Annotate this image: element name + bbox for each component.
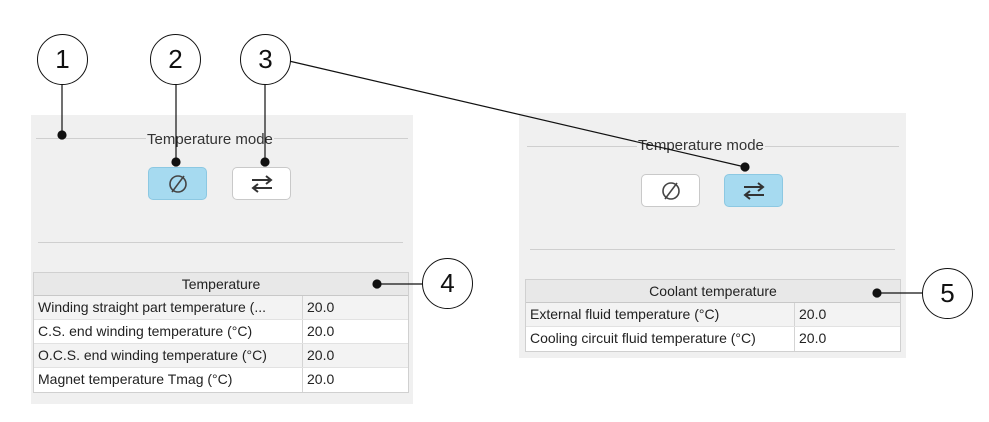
- callout-3: 3: [240, 34, 291, 85]
- table-row: Magnet temperature Tmag (°C) 20.0: [34, 368, 408, 392]
- table-row: Winding straight part temperature (... 2…: [34, 296, 408, 320]
- no-temperature-mode-button[interactable]: [641, 174, 700, 207]
- temperature-mode-title: Temperature mode: [637, 137, 765, 155]
- table-row: External fluid temperature (°C) 20.0: [526, 303, 900, 327]
- coolant-table-body: External fluid temperature (°C) 20.0 Coo…: [526, 303, 900, 351]
- row-label: Winding straight part temperature (...: [34, 296, 303, 319]
- row-value-field[interactable]: 20.0: [799, 306, 827, 322]
- section-divider: [38, 242, 403, 243]
- coolant-temperature-table: Coolant temperature External fluid tempe…: [525, 279, 901, 352]
- exchange-arrows-icon: [250, 174, 273, 193]
- table-row: O.C.S. end winding temperature (°C) 20.0: [34, 344, 408, 368]
- row-value-field[interactable]: 20.0: [307, 323, 335, 339]
- left-settings-panel: Temperature mode Temperature Winding str…: [31, 115, 413, 404]
- table-row: Cooling circuit fluid temperature (°C) 2…: [526, 327, 900, 351]
- coolant-table-header: Coolant temperature: [526, 280, 900, 303]
- exchange-temperature-mode-button[interactable]: [232, 167, 291, 200]
- table-row: C.S. end winding temperature (°C) 20.0: [34, 320, 408, 344]
- row-label: Magnet temperature Tmag (°C): [34, 368, 303, 392]
- callout-1: 1: [37, 34, 88, 85]
- exchange-temperature-mode-button[interactable]: [724, 174, 783, 207]
- callout-2: 2: [150, 34, 201, 85]
- row-label: Cooling circuit fluid temperature (°C): [526, 327, 795, 351]
- row-value-field[interactable]: 20.0: [799, 330, 827, 346]
- no-temperature-mode-button[interactable]: [148, 167, 207, 200]
- callout-5: 5: [922, 268, 973, 319]
- section-divider: [530, 249, 895, 250]
- empty-set-icon: [168, 174, 187, 193]
- callout-4: 4: [422, 258, 473, 309]
- row-label: C.S. end winding temperature (°C): [34, 320, 303, 343]
- row-label: External fluid temperature (°C): [526, 303, 795, 326]
- temperature-mode-title: Temperature mode: [146, 131, 274, 149]
- right-settings-panel: Temperature mode Coolant temperature Ext…: [519, 113, 906, 358]
- row-label: O.C.S. end winding temperature (°C): [34, 344, 303, 367]
- exchange-arrows-icon: [742, 181, 765, 200]
- empty-set-icon: [661, 181, 680, 200]
- row-value-field[interactable]: 20.0: [307, 299, 335, 315]
- temperature-table: Temperature Winding straight part temper…: [33, 272, 409, 393]
- temperature-table-body: Winding straight part temperature (... 2…: [34, 296, 408, 392]
- temperature-table-header: Temperature: [34, 273, 408, 296]
- row-value-field[interactable]: 20.0: [307, 347, 335, 363]
- row-value-field[interactable]: 20.0: [307, 371, 335, 387]
